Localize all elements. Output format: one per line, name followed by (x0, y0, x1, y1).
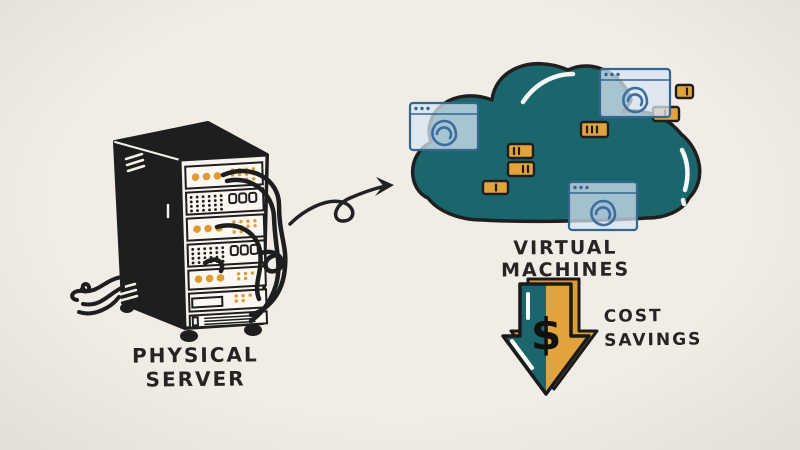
arrow-curve (288, 184, 388, 226)
window-dots (573, 185, 589, 190)
arrow-outline (501, 282, 591, 396)
arrow-head (375, 177, 394, 196)
vm-blocks (481, 83, 695, 196)
side-vents (115, 152, 170, 303)
browser-window-icon (598, 67, 672, 119)
physical-server-label: PHYSICAL SERVER (131, 342, 259, 392)
left-cables (70, 275, 125, 316)
cost-savings-label: COST SAVINGS (604, 303, 725, 353)
arrow-highlights (510, 292, 534, 370)
cable-ports (229, 243, 259, 257)
server-foot (120, 303, 134, 313)
right-cables (202, 168, 288, 324)
vent-dots (189, 194, 223, 213)
vm-block-icon (481, 179, 510, 196)
led-lights (194, 271, 255, 283)
server-foot (180, 330, 198, 342)
arrow-teal-half (503, 284, 546, 394)
down-arrow-icon: $ (501, 277, 599, 396)
drive-bay-lines (204, 314, 256, 326)
cable-ports (228, 191, 258, 205)
vm-block-icon (506, 142, 535, 160)
curvy-arrow-icon (288, 177, 394, 226)
window-dots (414, 106, 430, 111)
cost-savings-line2: SAVINGS (604, 329, 703, 351)
dollar-icon: $ (531, 309, 562, 360)
browser-swirl-icon (622, 86, 649, 114)
led-lights (234, 293, 252, 303)
browser-windows (408, 67, 672, 232)
vm-block-icon (674, 83, 695, 100)
drive-bay-slot (191, 316, 199, 327)
virtual-machines-label: VIRTUAL MACHINES (500, 236, 631, 282)
vm-block-icon (579, 120, 610, 139)
arrow-orange-half (546, 284, 589, 394)
cost-savings-line1: COST (603, 306, 663, 327)
window-dots (604, 72, 620, 77)
browser-window-icon (408, 101, 480, 152)
vm-block-icon (506, 160, 536, 178)
cabinet-edge-highlight (114, 141, 181, 161)
browser-swirl-icon (431, 119, 458, 147)
cloud-icon (408, 61, 702, 232)
server-rack-icon (70, 121, 288, 342)
browser-window-icon (567, 180, 639, 232)
cloud-highlights (520, 71, 690, 207)
browser-swirl-icon (590, 199, 617, 227)
server-display (191, 295, 224, 309)
server-foot (244, 324, 262, 336)
